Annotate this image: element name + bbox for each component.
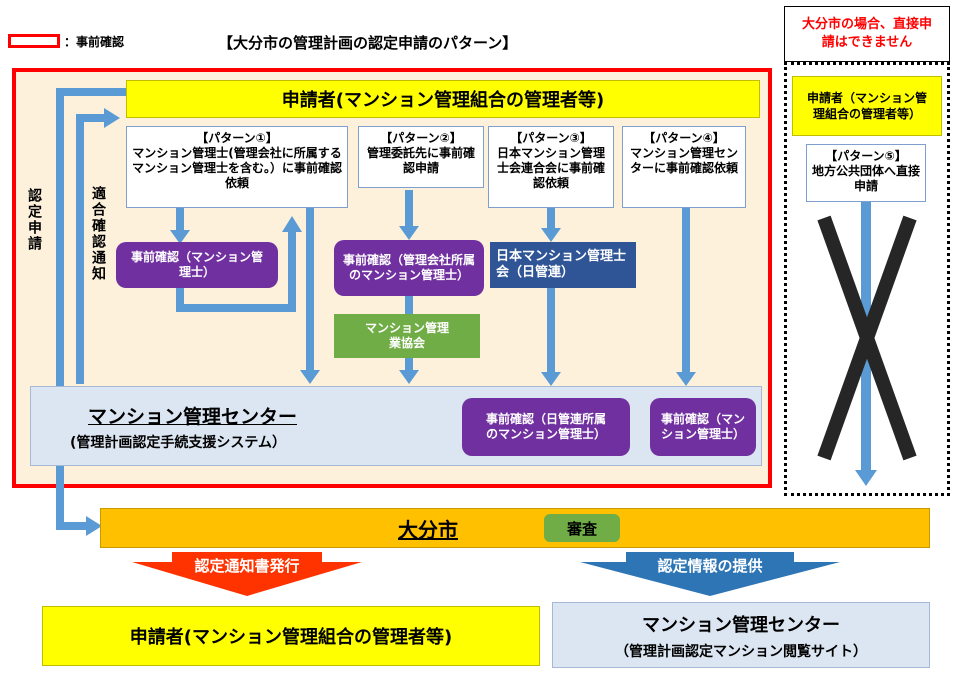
pattern-5-text: 地方公共団体へ直接申請 bbox=[811, 164, 920, 193]
bottom-center-sub: （管理計画認定マンション閲覧サイト） bbox=[615, 644, 867, 660]
pattern-4-title: 【パターン④】 bbox=[643, 131, 725, 145]
p5-arrowhead bbox=[855, 470, 877, 486]
p3-line-lower bbox=[547, 288, 555, 374]
check-p3-box: 事前確認（日管連所属のマンション管理士） bbox=[462, 398, 630, 456]
p3-arrowhead-down bbox=[541, 228, 561, 242]
p1-to-center-line bbox=[306, 208, 314, 372]
pattern-5-box: 【パターン⑤】 地方公共団体へ直接申請 bbox=[806, 144, 926, 202]
pattern-3-box: 【パターン③】 日本マンション管理士会連合会に事前確認依頼 bbox=[488, 126, 614, 208]
page-title: 【大分市の管理計画の認定申請のパターン】 bbox=[218, 34, 518, 52]
notify-vertical-label: 適合確認通知 bbox=[90, 186, 106, 282]
prohibited-cross-icon bbox=[817, 215, 917, 461]
pattern-3-text: 日本マンション管理士会連合会に事前確認依頼 bbox=[496, 146, 605, 190]
p3-arrowhead-lower bbox=[541, 372, 561, 386]
p1-return-arrowhead bbox=[282, 216, 302, 232]
pattern-1-box: 【パターン①】 マンション管理士(管理会社に所属するマンション管理士を含む。）に… bbox=[126, 126, 348, 208]
notify-line-vertical bbox=[76, 114, 84, 384]
check-p2-box: 事前確認（管理会社所属のマンション管理士） bbox=[334, 240, 484, 296]
applicant-right-box: 申請者（マンション管理組合の管理者等） bbox=[792, 76, 942, 136]
applicant-top-label: 申請者(マンション管理組合の管理者等) bbox=[281, 90, 605, 111]
applicant-top-box: 申請者(マンション管理組合の管理者等) bbox=[126, 80, 760, 118]
city-review-badge: 審査 bbox=[544, 514, 620, 542]
legend-label: ：事前確認 bbox=[64, 35, 125, 49]
provide-arrow-label: 認定情報の提供 bbox=[657, 556, 763, 575]
p4-line-down bbox=[682, 208, 690, 374]
issue-arrow bbox=[132, 552, 362, 596]
bottom-center-box: マンション管理センター （管理計画認定マンション閲覧サイト） bbox=[552, 602, 930, 668]
p1-return-horizontal bbox=[176, 304, 296, 312]
bottom-center-name: マンション管理センター bbox=[642, 615, 840, 636]
check-p3-org-box: 日本マンション管理士会（日管連） bbox=[490, 242, 636, 288]
apply-line-bottom bbox=[56, 522, 90, 530]
notice-box: 大分市の場合、直接申請はできません bbox=[784, 6, 950, 62]
center-band bbox=[30, 386, 762, 466]
p3-line-down bbox=[547, 208, 555, 234]
bottom-applicant-box: 申請者(マンション管理組合の管理者等) bbox=[42, 606, 540, 666]
p4-arrowhead-down bbox=[676, 372, 696, 386]
pattern-5-area bbox=[784, 62, 950, 496]
center-name: マンション管理センター bbox=[88, 406, 298, 428]
p1-return-down bbox=[176, 288, 184, 312]
p1-line-down bbox=[176, 208, 184, 234]
legend-swatch bbox=[8, 34, 60, 48]
pattern-2-title: 【パターン②】 bbox=[380, 131, 462, 145]
pattern-4-text: マンション管理センターに事前確認依頼 bbox=[629, 146, 738, 175]
notify-line-top bbox=[76, 114, 106, 122]
pattern-2-box: 【パターン②】 管理委託先に事前確認申請 bbox=[358, 126, 484, 188]
apply-line-top bbox=[56, 88, 126, 96]
p1-arrowhead-down bbox=[170, 230, 190, 244]
city-bar bbox=[100, 508, 930, 548]
check-p1-box: 事前確認（マンション管理士） bbox=[116, 242, 278, 288]
issue-arrow-label: 認定通知書発行 bbox=[194, 556, 300, 575]
notify-arrowhead bbox=[104, 108, 120, 128]
check-p2-assoc-box: マンション管理業協会 bbox=[334, 314, 480, 358]
pattern-1-text: マンション管理士(管理会社に所属するマンション管理士を含む。）に事前確認依頼 bbox=[131, 146, 342, 190]
p2-arrowhead-lower bbox=[399, 370, 419, 384]
p1-return-up bbox=[288, 228, 296, 312]
pattern-2-text: 管理委託先に事前確認申請 bbox=[366, 146, 475, 175]
apply-line-vertical bbox=[56, 88, 64, 530]
p2-line-down bbox=[405, 190, 413, 230]
apply-arrowhead bbox=[86, 516, 102, 536]
p1-to-center-arrowhead bbox=[300, 370, 320, 384]
p2-arrowhead-down bbox=[399, 226, 419, 240]
provide-arrow bbox=[580, 552, 840, 596]
pattern-5-title: 【パターン⑤】 bbox=[825, 149, 907, 163]
city-name: 大分市 bbox=[398, 518, 458, 542]
center-sub: (管理計画認定手続支援システム） bbox=[70, 435, 286, 451]
pattern-3-title: 【パターン③】 bbox=[510, 131, 592, 145]
check-p4-box: 事前確認（マンション管理士） bbox=[650, 398, 756, 456]
pattern-4-box: 【パターン④】 マンション管理センターに事前確認依頼 bbox=[622, 126, 746, 208]
apply-vertical-label: 認定申請 bbox=[26, 188, 42, 252]
pattern-1-title: 【パターン①】 bbox=[196, 131, 278, 145]
